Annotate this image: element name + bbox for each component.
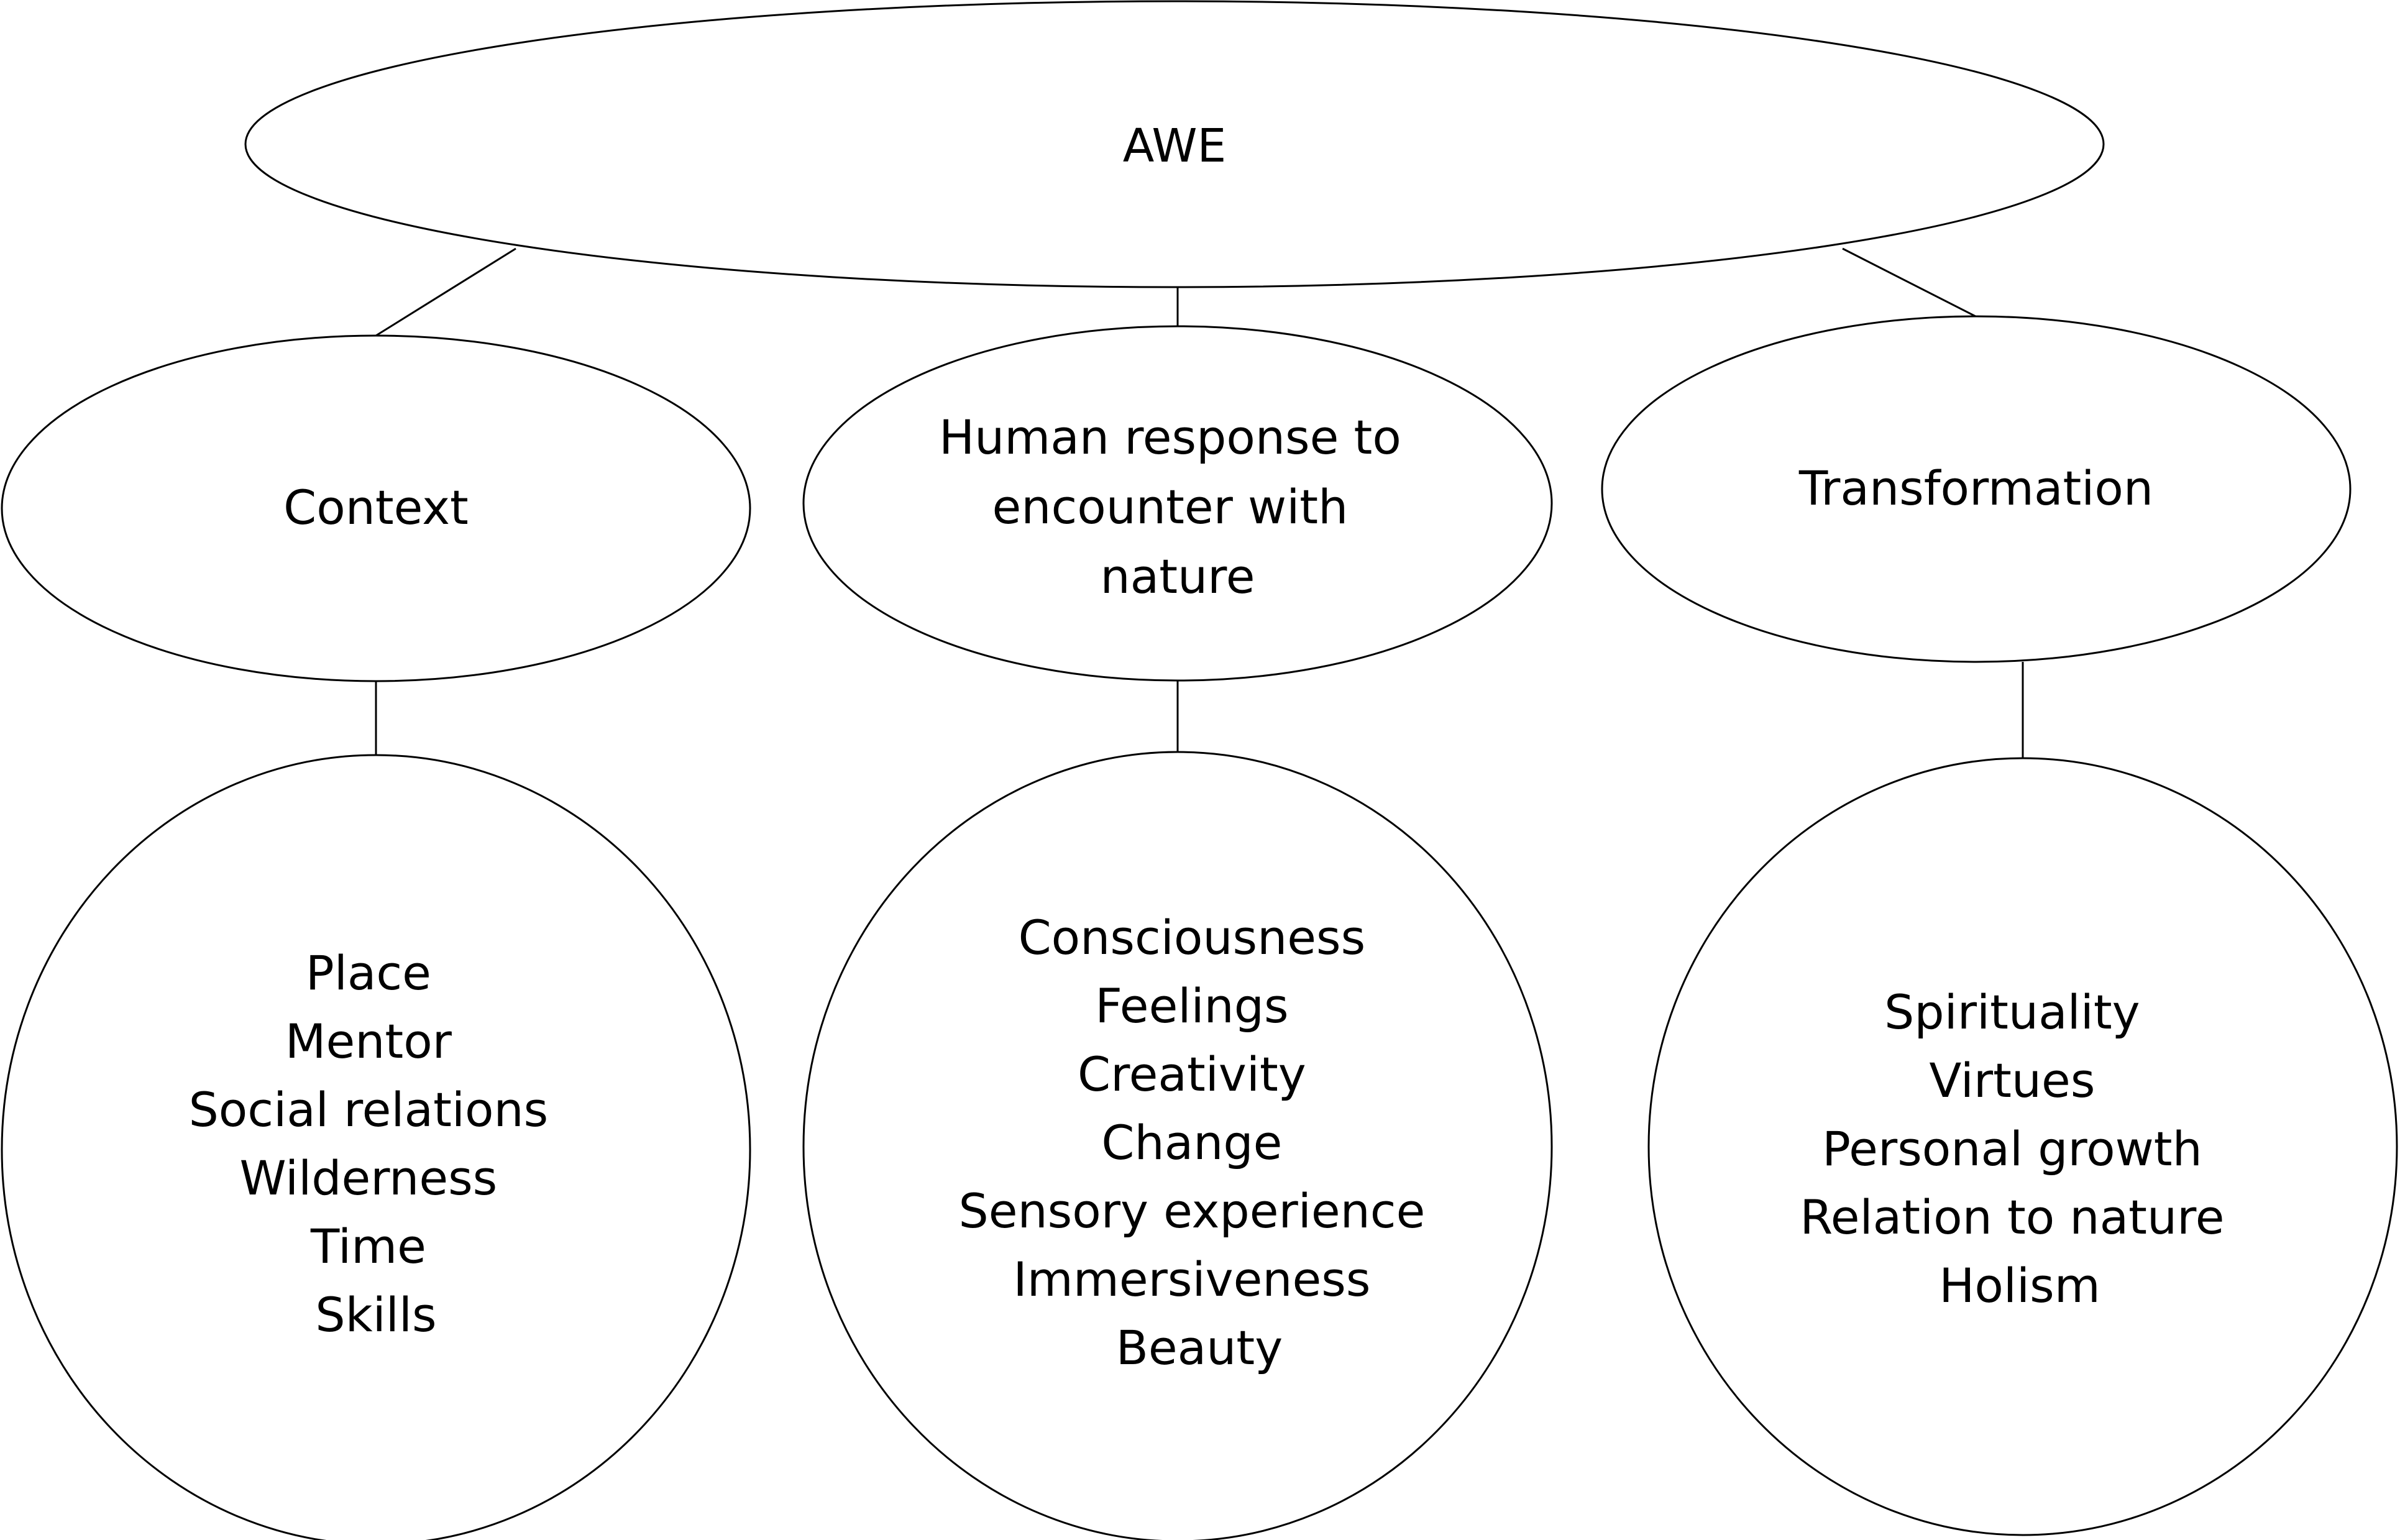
list-item: Relation to nature	[1800, 1189, 2224, 1245]
transformation-heading-line: Transformation	[1798, 461, 2153, 516]
context-items-circle	[1, 754, 751, 1540]
list-item: Place	[306, 945, 431, 1001]
human-response-items-list: Consciousness Feelings Creativity Change…	[958, 910, 1440, 1375]
list-item: Sensory experience	[958, 1183, 1425, 1239]
list-item: Immersiveness	[1013, 1252, 1370, 1307]
list-item: Feelings	[1095, 978, 1288, 1034]
root-label: AWE	[1123, 119, 1227, 173]
human-response-ellipse	[802, 325, 1553, 682]
list-item: Spirituality	[1884, 984, 2140, 1040]
transformation-heading: Transformation	[1798, 461, 2153, 516]
context-items-node: Place Mentor Social relations Wilderness…	[1, 754, 751, 1540]
human-response-items-circle	[802, 751, 1553, 1540]
list-item: Virtues	[1929, 1053, 2095, 1108]
list-item: Holism	[1939, 1258, 2100, 1313]
list-item: Personal growth	[1822, 1121, 2202, 1176]
root-ellipse	[244, 0, 2105, 288]
transformation-node: Transformation	[1601, 315, 2352, 663]
context-heading: Context	[283, 480, 469, 535]
list-item: Social relations	[189, 1082, 549, 1137]
human-response-heading-line: encounter with	[992, 479, 1349, 534]
human-response-heading-line: nature	[1100, 549, 1255, 604]
list-item: Beauty	[1116, 1320, 1283, 1375]
transformation-ellipse	[1601, 315, 2352, 663]
transformation-items-list: Spirituality Virtues Personal growth Rel…	[1800, 984, 2239, 1313]
connector-root-transformation	[1842, 247, 1980, 319]
human-response-node: Human response to encounter with nature	[802, 325, 1553, 682]
human-response-heading-line: Human response to	[939, 410, 1401, 465]
context-items-list: Place Mentor Social relations Wilderness…	[189, 945, 564, 1342]
list-item: Time	[310, 1219, 426, 1274]
list-item: Consciousness	[1019, 910, 1366, 965]
context-node: Context	[1, 334, 751, 682]
context-ellipse	[1, 334, 751, 682]
list-item: Mentor	[285, 1014, 452, 1069]
connector-root-context	[375, 247, 516, 337]
transformation-items-circle	[1647, 757, 2398, 1536]
list-item: Wilderness	[240, 1150, 498, 1206]
transformation-items-node: Spirituality Virtues Personal growth Rel…	[1647, 757, 2398, 1536]
root-node: AWE	[244, 0, 2105, 288]
context-heading-line: Context	[283, 480, 469, 535]
list-item: Creativity	[1078, 1047, 1306, 1102]
human-response-items-node: Consciousness Feelings Creativity Change…	[802, 751, 1553, 1540]
human-response-heading: Human response to encounter with nature	[939, 410, 1416, 604]
list-item: Skills	[315, 1287, 436, 1342]
list-item: Change	[1101, 1115, 1282, 1170]
